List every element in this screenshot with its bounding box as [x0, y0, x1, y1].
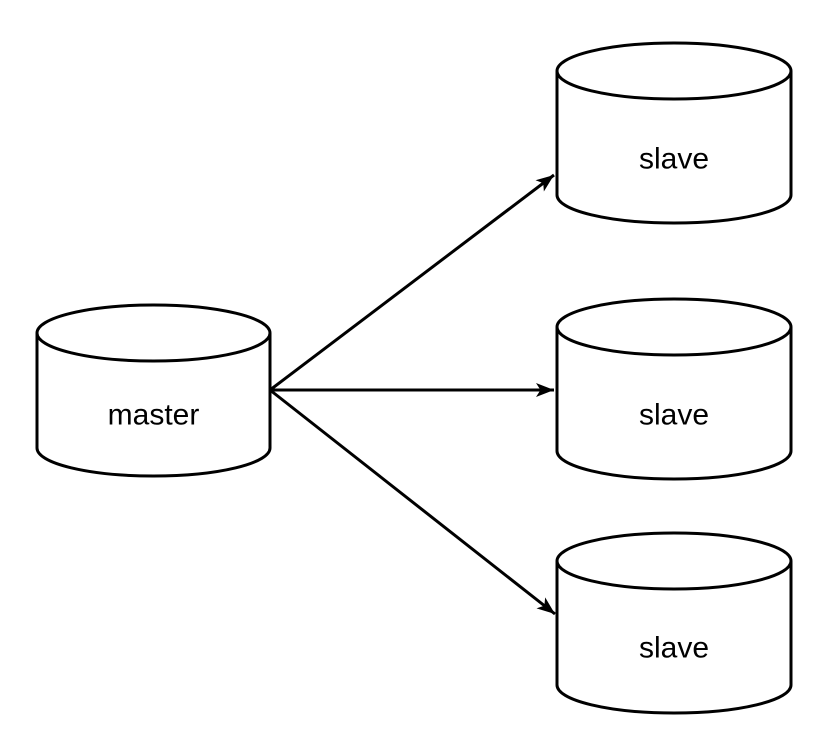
slave-3-cylinder-top: [555, 531, 793, 591]
slave-3-label: slave: [639, 632, 709, 665]
slave-1-label: slave: [639, 143, 709, 176]
slave-1-cylinder-top: [555, 41, 793, 101]
slave-2-cylinder-body: [555, 327, 793, 481]
slave-2-label: slave: [639, 399, 709, 432]
master-cylinder-top: [35, 303, 272, 363]
master-cylinder-body: [35, 333, 272, 478]
edges: [269, 173, 556, 616]
slave-node-3: slave: [555, 531, 793, 715]
master-label: master: [108, 399, 200, 432]
arrow-master-to-slave-1: [269, 173, 555, 392]
slave-node-1: slave: [555, 41, 793, 225]
master-node: master: [35, 303, 272, 478]
slave-2-cylinder-top: [555, 297, 793, 357]
slave-3-cylinder-body: [555, 561, 793, 715]
arrow-master-to-slave-3: [269, 388, 556, 616]
slave-1-cylinder-body: [555, 71, 793, 225]
slave-node-2: slave: [555, 297, 793, 481]
